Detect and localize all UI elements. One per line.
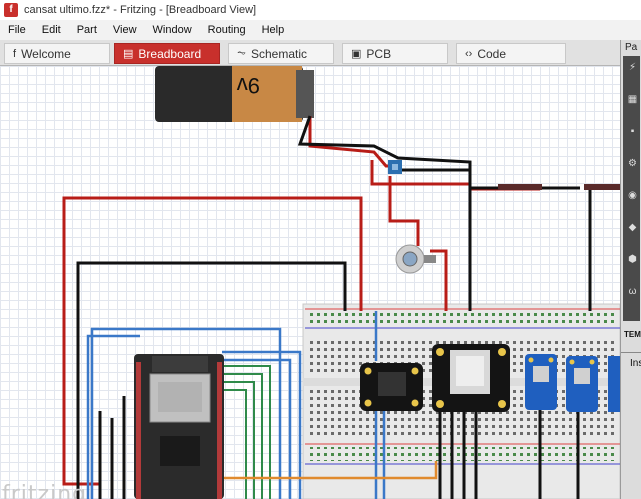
parts-bin[interactable]: ⚡ ▦ ▪ ⚙ ◉ ◆ ⬢ ω [623, 56, 640, 321]
breadboard-canvas[interactable]: 9v [0, 66, 620, 499]
window-title: cansat ultimo.fzz* - Fritzing - [Breadbo… [24, 4, 257, 16]
menu-part[interactable]: Part [76, 24, 97, 36]
fritzing-f-icon: f [13, 47, 17, 60]
circuit-drawing: 9v [62, 66, 620, 499]
parts-side-panel[interactable]: Pa ⚡ ▦ ▪ ⚙ ◉ ◆ ⬢ ω TEM Ins [620, 40, 641, 499]
fritzing-app-icon: f [4, 3, 18, 17]
tab-pcb[interactable]: ▣ PCB [342, 43, 448, 64]
gear-icon[interactable]: ⚙ [628, 158, 637, 169]
tab-breadboard[interactable]: ▤ Breadboard [114, 43, 220, 64]
menu-help[interactable]: Help [261, 24, 285, 36]
inspector-label: Ins [630, 358, 641, 369]
grid-icon[interactable]: ▦ [627, 94, 638, 105]
battery-9v[interactable]: 9v [155, 66, 314, 122]
view-tab-bar: f Welcome ▤ Breadboard ⏦ Schematic ▣ PCB… [0, 40, 620, 66]
header-pins[interactable] [498, 184, 620, 190]
blue-wires[interactable] [86, 311, 386, 499]
antenna-icon[interactable]: ◉ [628, 190, 637, 201]
tab-schematic[interactable]: ⏦ Schematic [228, 43, 334, 64]
battery-label: 9v [237, 73, 260, 98]
tab-welcome[interactable]: f Welcome [4, 43, 110, 64]
sensor-board[interactable] [360, 363, 423, 411]
breadboard-icon: ▤ [123, 48, 134, 60]
schematic-icon: ⏦ [237, 47, 246, 59]
esp32-board[interactable] [134, 354, 224, 499]
coil-icon[interactable]: ω [628, 286, 637, 297]
power-switch-module[interactable] [388, 160, 402, 174]
tab-code[interactable]: ‹› Code [456, 43, 566, 64]
menu-routing[interactable]: Routing [207, 24, 246, 36]
tab-label: PCB [366, 46, 392, 61]
tab-label: Code [477, 46, 507, 61]
blue-sensor-board-1[interactable] [525, 354, 557, 410]
menu-view[interactable]: View [112, 24, 137, 36]
lightning-icon[interactable]: ⚡ [628, 62, 637, 73]
menu-bar: File Edit Part View Window Routing Help [0, 20, 641, 40]
black-wires[interactable] [76, 115, 592, 499]
tab-label: Schematic [251, 46, 308, 61]
shapes-icon[interactable]: ◆ [628, 222, 637, 233]
tab-label: Breadboard [138, 46, 202, 61]
green-wires[interactable] [222, 365, 271, 499]
blue-sensor-board-3[interactable] [608, 356, 620, 412]
pcb-icon: ▣ [351, 48, 362, 60]
tab-label: Welcome [21, 46, 71, 61]
fritzing-watermark: fritzing [2, 482, 88, 499]
vibration-motor[interactable] [395, 244, 436, 274]
parts-panel-title: Pa [625, 42, 638, 53]
code-icon: ‹› [465, 47, 473, 60]
blue-sensor-board-2[interactable] [566, 356, 598, 412]
temp-label: TEM [624, 330, 641, 339]
orange-wire[interactable] [222, 461, 438, 480]
panel-divider [621, 352, 641, 353]
title-bar: f cansat ultimo.fzz* - Fritzing - [Bread… [0, 0, 641, 20]
chip-icon[interactable]: ▪ [630, 126, 635, 137]
menu-file[interactable]: File [8, 24, 26, 36]
hexagon-icon[interactable]: ⬢ [628, 254, 637, 265]
menu-edit[interactable]: Edit [41, 24, 61, 36]
microsd-board[interactable] [432, 344, 510, 412]
menu-window[interactable]: Window [152, 24, 192, 36]
